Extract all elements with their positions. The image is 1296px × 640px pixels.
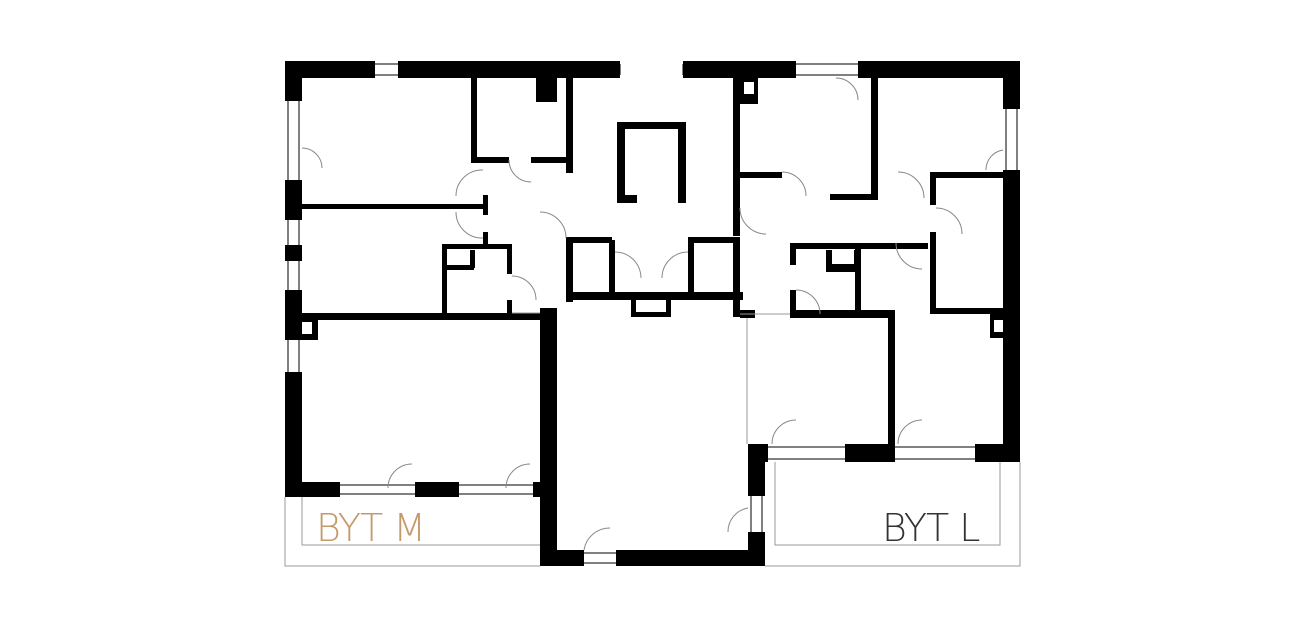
windows (287, 63, 1018, 564)
interior-walls (296, 61, 1010, 450)
unit-l-label: BYT L (882, 506, 979, 550)
exterior-walls (285, 61, 1020, 566)
doors (301, 77, 1004, 551)
unit-m-label: BYT M (316, 506, 425, 550)
terrace-outlines (284, 462, 1021, 567)
